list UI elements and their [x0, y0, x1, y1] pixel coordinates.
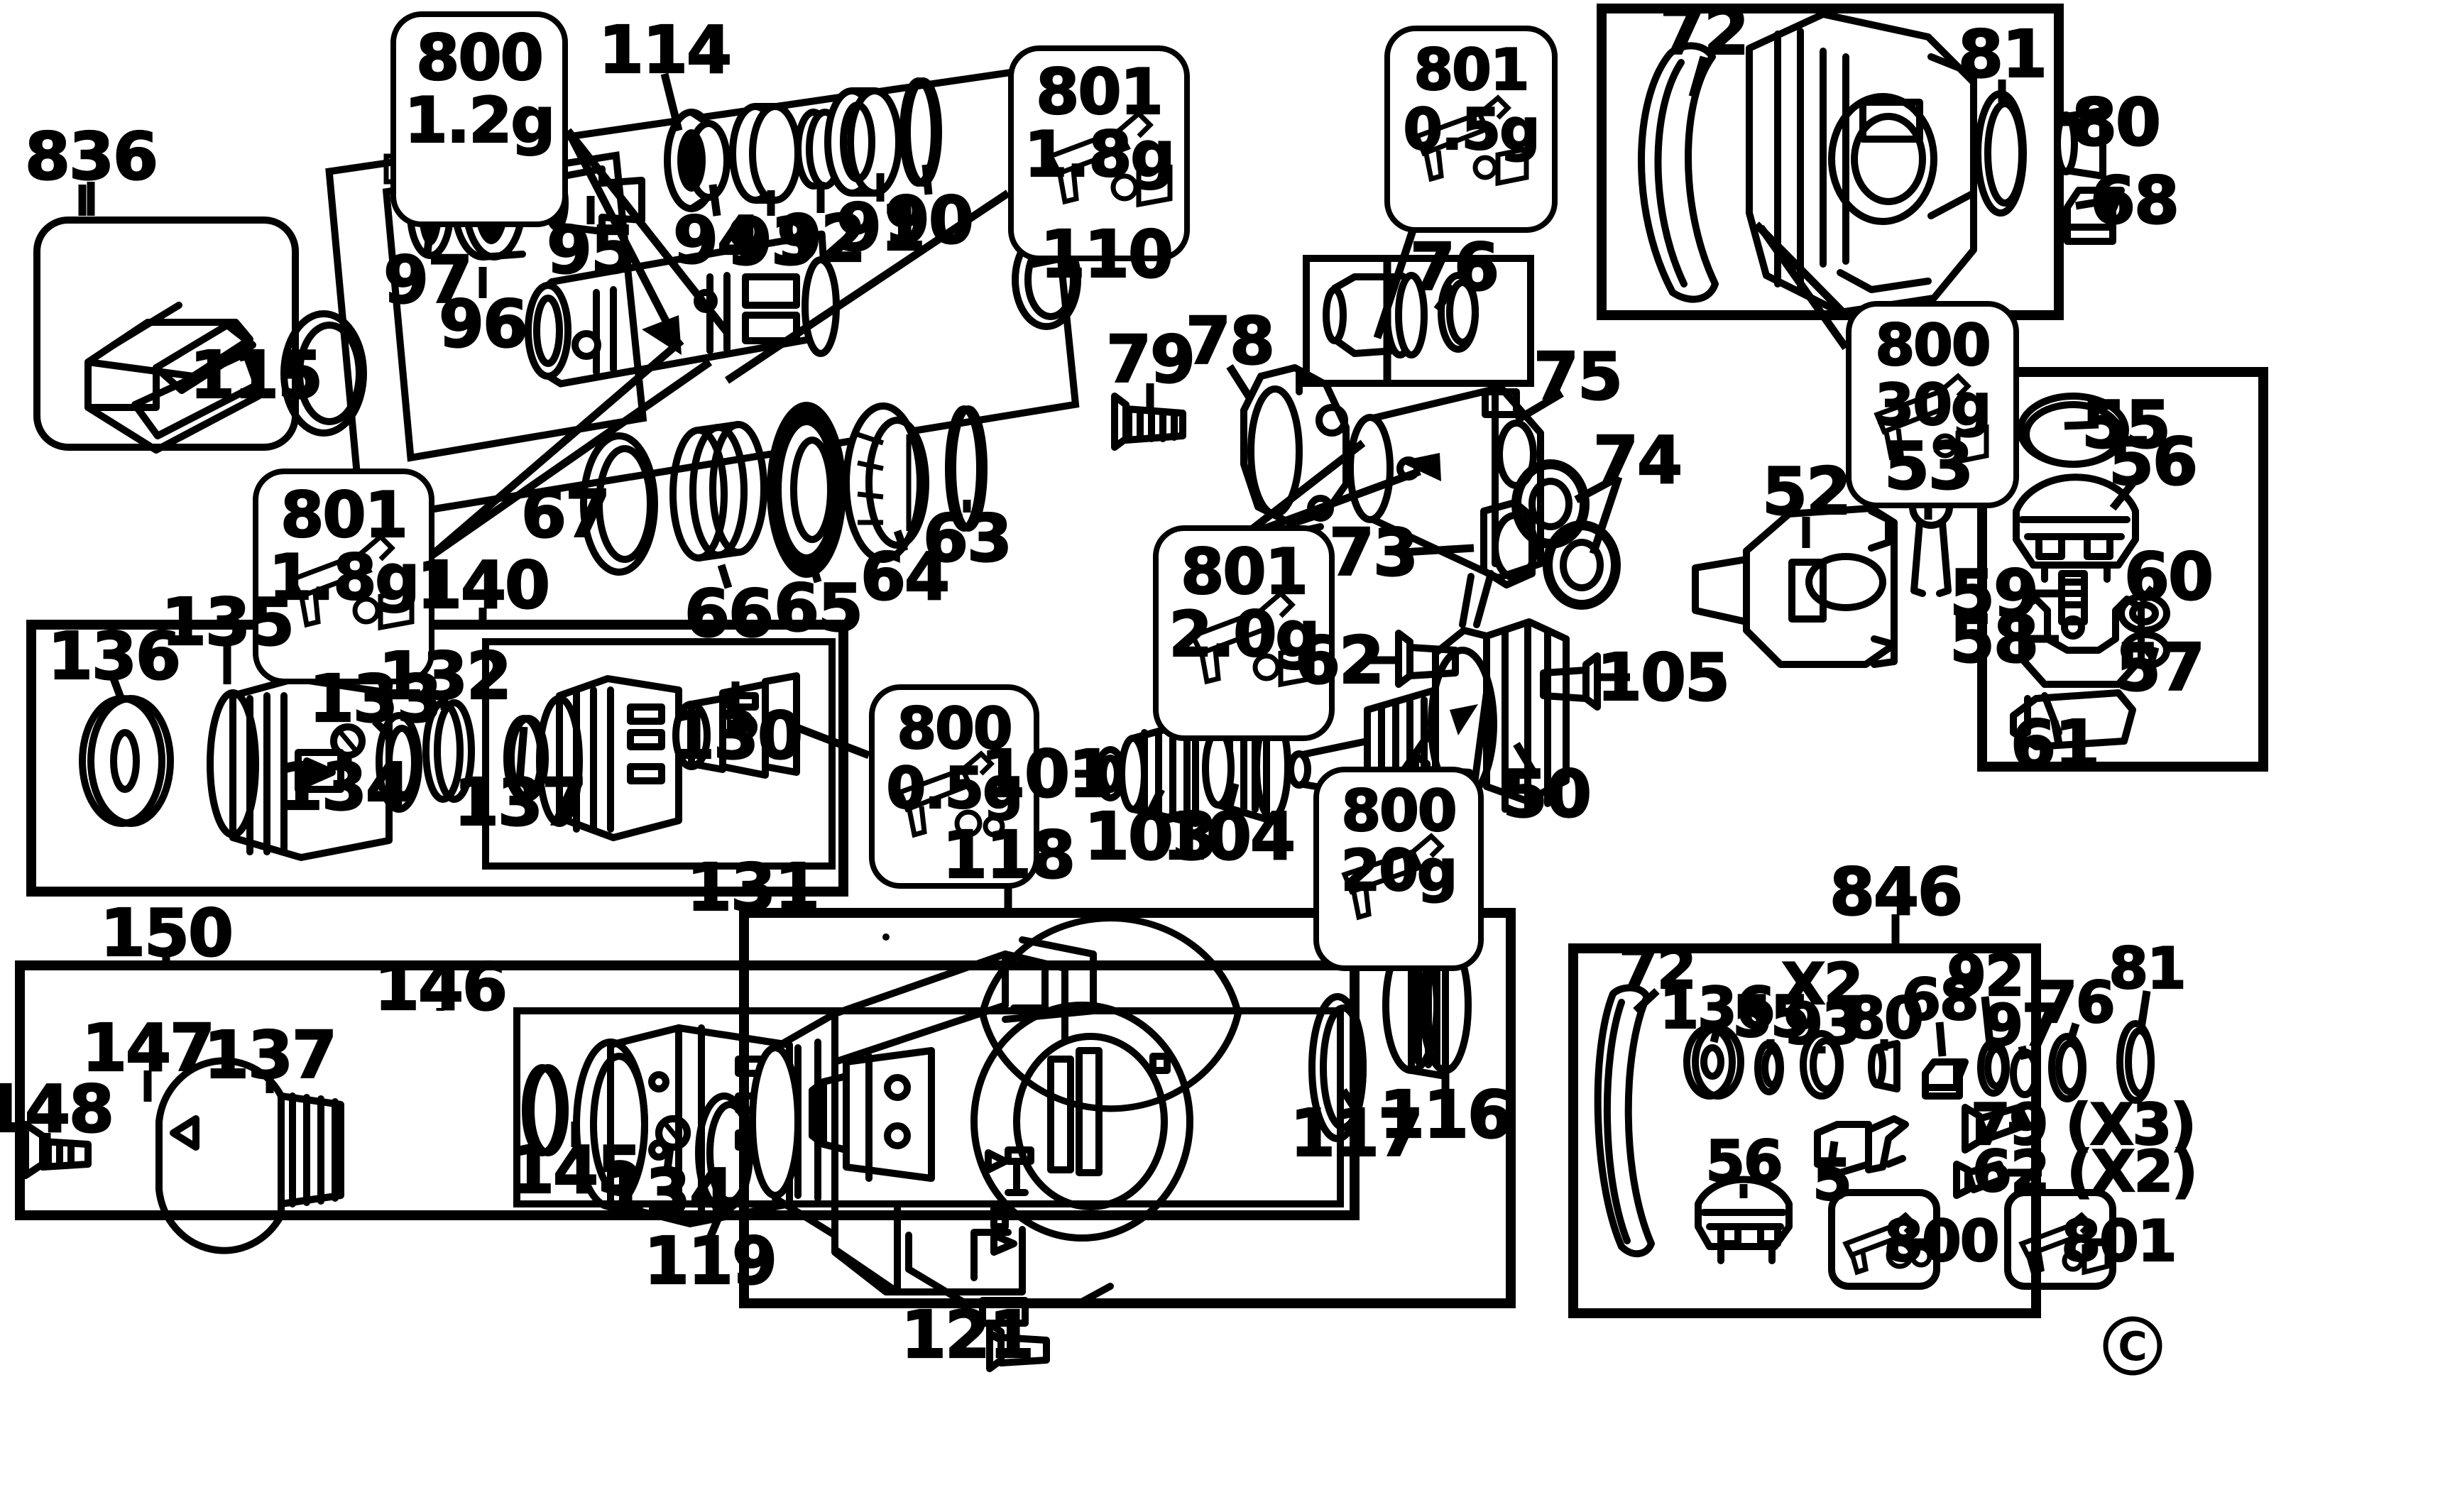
- part-label-57: 57: [2115, 629, 2206, 706]
- grease-code: 801: [1413, 38, 1530, 104]
- part-label-67: 67: [520, 476, 611, 552]
- part-label-105: 105: [1596, 639, 1731, 716]
- part-label-134-a: 134: [277, 748, 412, 825]
- part-label-135: 135: [160, 584, 295, 660]
- part-label-134-b: 134: [601, 1154, 735, 1231]
- part-label-62: 62: [1294, 622, 1385, 699]
- part-label-92-bottom: 92: [1946, 944, 2025, 1009]
- part-label-137-b: 137: [203, 1017, 338, 1093]
- part-label-76-bottom: 76: [2037, 971, 2116, 1036]
- part-label-56-bottom: 56: [1705, 1130, 1784, 1195]
- grease-amount: 0.5g: [1402, 98, 1541, 163]
- part-label-91: 91: [836, 189, 926, 265]
- part-label-74: 74: [1592, 422, 1683, 498]
- part-label-117: 117: [1289, 1095, 1424, 1171]
- part-label-65: 65: [773, 569, 864, 646]
- part-label-121: 121: [900, 1296, 1035, 1373]
- part-label-136-bottom: 136: [1658, 977, 1776, 1042]
- grease-code: 801: [1035, 57, 1164, 129]
- part-label-55-bottom: 55: [1732, 985, 1811, 1051]
- part-label-97-bottom: 97: [1983, 994, 2062, 1059]
- part-label-79-x3: 79 (X3): [1970, 1093, 2197, 1158]
- grease-code: 800: [896, 697, 1013, 762]
- part-label-93-bottom: 93: [1783, 992, 1862, 1058]
- part-label-73: 73: [1328, 514, 1419, 591]
- grease-code: 800: [1874, 314, 1991, 379]
- part-label-132: 132: [378, 637, 513, 714]
- part-label-52: 52: [1761, 453, 1852, 530]
- grease-callout-800-20g: 800 20g: [1313, 767, 1484, 971]
- part-label-145: 145: [508, 1132, 643, 1208]
- part-label-56: 56: [2108, 423, 2199, 500]
- grease-amount: 1.2g: [403, 85, 556, 158]
- part-label-60: 60: [2123, 538, 2214, 615]
- part-label-68: 68: [2089, 162, 2180, 239]
- grease-amount: 1.8g: [1023, 119, 1176, 192]
- part-label-133: 133: [308, 660, 443, 737]
- part-label-95: 95: [546, 212, 637, 288]
- part-label-118: 118: [941, 816, 1076, 893]
- part-label-58: 58: [1949, 601, 2040, 677]
- part-label-72-bottom: 72: [1618, 937, 1697, 1002]
- grease-amount: 20g: [1340, 839, 1459, 904]
- part-label-59: 59: [1949, 555, 2040, 632]
- grease-code: 800: [415, 23, 545, 95]
- part-label-846: 846: [1829, 853, 1964, 930]
- part-label-119: 119: [643, 1222, 778, 1299]
- part-label-110: 110: [1039, 216, 1174, 292]
- part-label-55: 55: [2081, 386, 2172, 463]
- grease-callout-800-1.2g: 800 1.2g: [390, 11, 568, 227]
- svg-text:C: C: [2118, 1324, 2147, 1370]
- part-label-61: 61: [2010, 706, 2101, 782]
- grease-code: 800: [1340, 779, 1457, 845]
- part-label-79: 79: [1105, 321, 1196, 398]
- part-label-66: 66: [684, 575, 775, 652]
- part-label-50: 50: [1502, 755, 1592, 832]
- part-label-93: 93: [726, 203, 817, 280]
- part-label-103: 103: [1083, 798, 1218, 875]
- part-label-115: 115: [189, 336, 324, 413]
- part-label-76: 76: [1409, 229, 1500, 305]
- part-label-68-bottom: 68: [1900, 968, 1980, 1034]
- part-label-116: 116: [1379, 1076, 1514, 1153]
- part-label-130: 130: [669, 697, 804, 774]
- part-label-137-a: 137: [453, 764, 588, 840]
- part-label-150: 150: [99, 894, 234, 971]
- part-label-800-bottom: 800: [1883, 1210, 2000, 1275]
- grease-callout-801-0.5g: 801 0.5g: [1384, 26, 1558, 233]
- part-label-64: 64: [860, 538, 951, 615]
- part-label-140: 140: [416, 547, 551, 623]
- part-label-80-bottom: 80: [1845, 987, 1925, 1052]
- part-label-114: 114: [598, 11, 733, 88]
- part-label-63: 63: [922, 500, 1013, 576]
- part-label-801-bottom: 801: [2060, 1210, 2177, 1275]
- part-label-147: 147: [81, 1009, 216, 1086]
- part-label-80: 80: [2071, 84, 2162, 160]
- grease-code: 801: [280, 480, 409, 552]
- part-label-90: 90: [884, 182, 975, 258]
- part-label-136: 136: [47, 618, 182, 694]
- part-label-x2-qty: X2: [1781, 953, 1864, 1018]
- grease-code: 801: [1180, 537, 1309, 609]
- part-label-104: 104: [1161, 798, 1296, 875]
- part-label-101: 101: [980, 735, 1115, 812]
- part-label-92: 92: [776, 200, 867, 277]
- part-label-94: 94: [672, 202, 763, 278]
- part-label-78: 78: [1185, 302, 1276, 379]
- part-label-148: 148: [0, 1070, 115, 1147]
- part-label-146: 146: [373, 948, 508, 1025]
- part-label-836: 836: [24, 118, 159, 195]
- part-label-75: 75: [1533, 338, 1624, 415]
- part-label-53: 53: [1883, 427, 1974, 504]
- part-label-96: 96: [438, 285, 529, 362]
- part-label-5: 5: [1812, 1149, 1853, 1214]
- part-label-131: 131: [686, 849, 821, 926]
- part-label-97: 97: [383, 241, 474, 318]
- part-label-81-bottom: 81: [2108, 937, 2187, 1002]
- part-label-81-top: 81: [1957, 16, 2048, 92]
- part-label-62-x2: 62 (X2): [1971, 1140, 2199, 1205]
- part-label-72-top: 72: [1659, 0, 1750, 70]
